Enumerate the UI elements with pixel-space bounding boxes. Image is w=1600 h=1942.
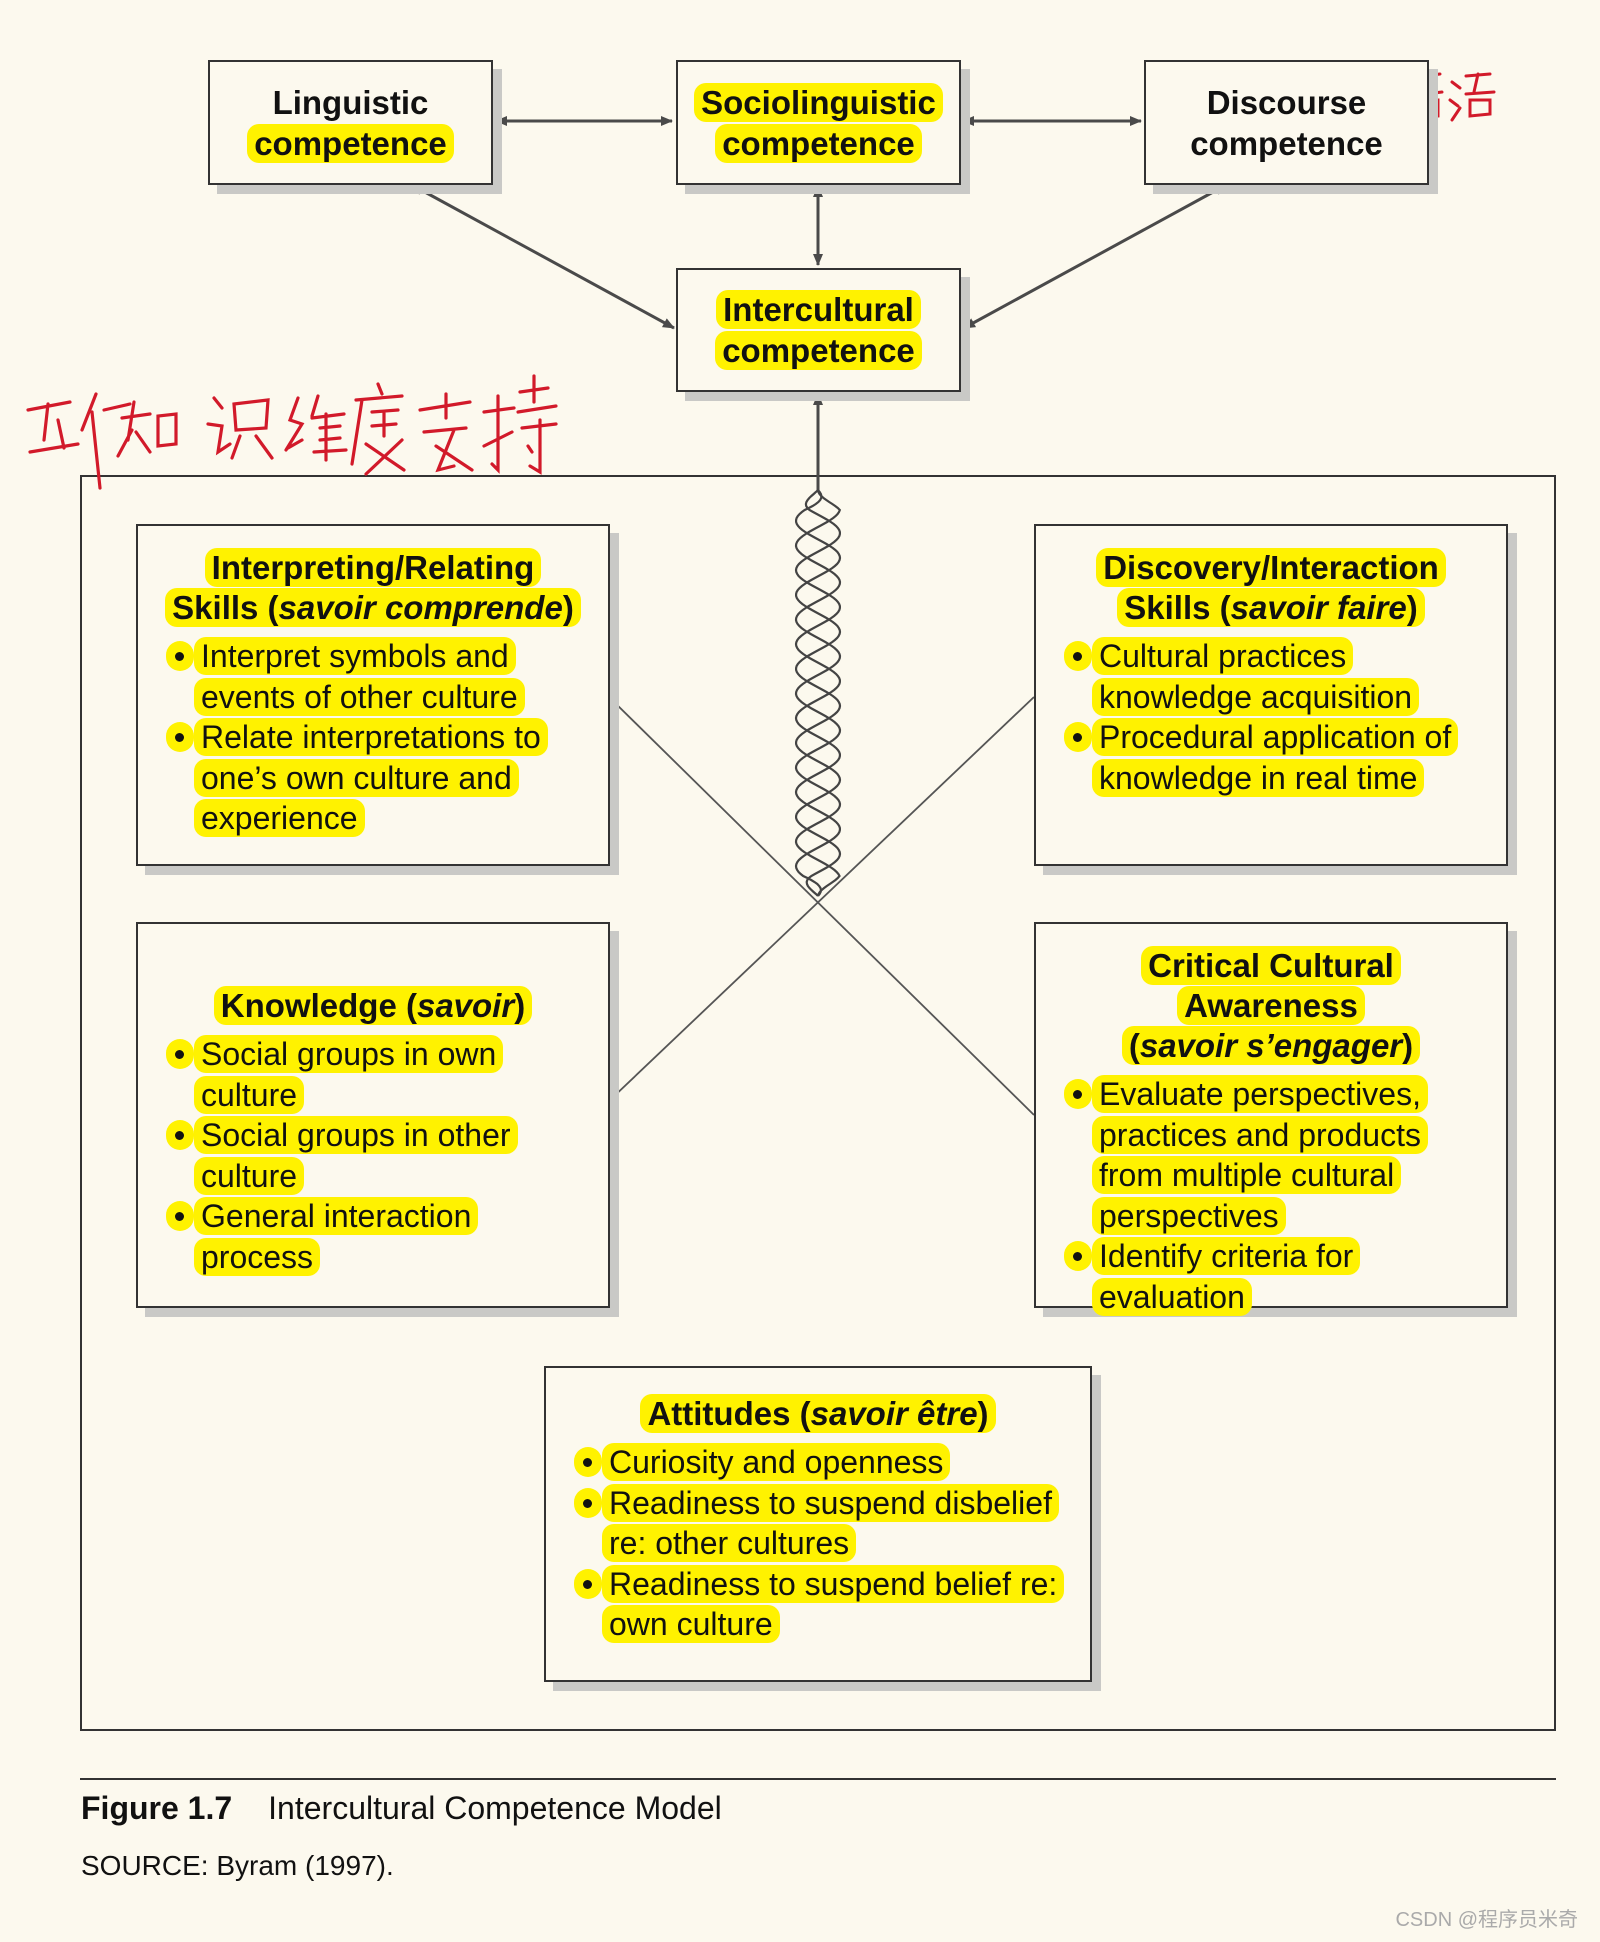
sociolinguistic-competence-line2: competence [715, 123, 922, 163]
discovery-skills-title: Discovery/Interaction Skills (savoir fai… [1058, 548, 1484, 628]
critical-awareness-list: Evaluate perspectives, practices and pro… [1058, 1074, 1484, 1317]
attitudes-box: Attitudes (savoir être) Curiosity and op… [544, 1366, 1092, 1682]
figure-caption: Figure 1.7 Intercultural Competence Model [81, 1790, 722, 1827]
figure-source: SOURCE: Byram (1997). [81, 1850, 394, 1881]
list-item: Evaluate perspectives, practices and pro… [1058, 1074, 1484, 1236]
sociolinguistic-competence-box: Sociolinguistic competence [676, 60, 961, 185]
intercultural-competence-box: Intercultural competence [676, 268, 961, 392]
discourse-competence-line1: Discourse [1206, 83, 1367, 121]
list-item: General interaction process [160, 1196, 586, 1277]
list-item: Identify criteria for evaluation [1058, 1236, 1484, 1317]
caption-divider [80, 1778, 1556, 1780]
intercultural-competence-line1: Intercultural [716, 290, 921, 329]
discourse-competence-line2: competence [1190, 124, 1383, 162]
discourse-competence-box: Discourse competence [1144, 60, 1429, 185]
knowledge-list: Social groups in own culture Social grou… [160, 1034, 586, 1277]
knowledge-title: Knowledge (savoir) [160, 986, 586, 1026]
linguistic-competence-line1: Linguistic [272, 83, 429, 121]
interpreting-skills-list: Interpret symbols and events of other cu… [160, 636, 586, 839]
sociolinguistic-competence-line1: Sociolinguistic [694, 82, 943, 122]
intercultural-competence-line2: competence [715, 331, 922, 370]
arrow-discourse-intercultural [963, 183, 1227, 330]
cross-line-1 [608, 696, 1035, 1116]
list-item: Social groups in own culture [160, 1034, 586, 1115]
list-item: Curiosity and openness [568, 1442, 1068, 1483]
watermark: CSDN @程序员米奇 [1395, 1909, 1578, 1931]
figure-label: Figure 1.7 [81, 1790, 233, 1826]
critical-awareness-box: Critical Cultural Awareness (savoir s’en… [1034, 922, 1508, 1316]
list-item: Readiness to suspend belief re: own cult… [568, 1564, 1068, 1645]
knowledge-box: Knowledge (savoir) Social groups in own … [136, 922, 610, 1308]
cross-line-2 [608, 696, 1035, 1102]
interpreting-skills-box: Interpreting/Relating Skills (savoir com… [136, 524, 610, 866]
linguistic-competence-box: Linguistic competence [208, 60, 493, 185]
arrow-linguistic-intercultural [411, 183, 675, 330]
linguistic-competence-line2: competence [247, 123, 454, 163]
list-item: Social groups in other culture [160, 1115, 586, 1196]
figure-title: Intercultural Competence Model [268, 1790, 722, 1826]
critical-awareness-title: Critical Cultural Awareness (savoir s’en… [1058, 946, 1484, 1066]
helix-strand-3 [794, 489, 841, 897]
list-item: Relate interpretations to one’s own cult… [160, 717, 586, 839]
list-item: Cultural practices knowledge acquisition [1058, 636, 1484, 717]
helix-strands [794, 489, 842, 897]
discovery-skills-list: Cultural practices knowledge acquisition… [1058, 636, 1484, 798]
attitudes-title: Attitudes (savoir être) [568, 1394, 1068, 1434]
list-item: Procedural application of knowledge in r… [1058, 717, 1484, 798]
list-item: Readiness to suspend disbelief re: other… [568, 1483, 1068, 1564]
interpreting-skills-title: Interpreting/Relating Skills (savoir com… [160, 548, 586, 628]
handwriting-five-dimensions-note [26, 374, 558, 490]
attitudes-list: Curiosity and openness Readiness to susp… [568, 1442, 1068, 1645]
list-item: Interpret symbols and events of other cu… [160, 636, 586, 717]
discovery-skills-box: Discovery/Interaction Skills (savoir fai… [1034, 524, 1508, 866]
